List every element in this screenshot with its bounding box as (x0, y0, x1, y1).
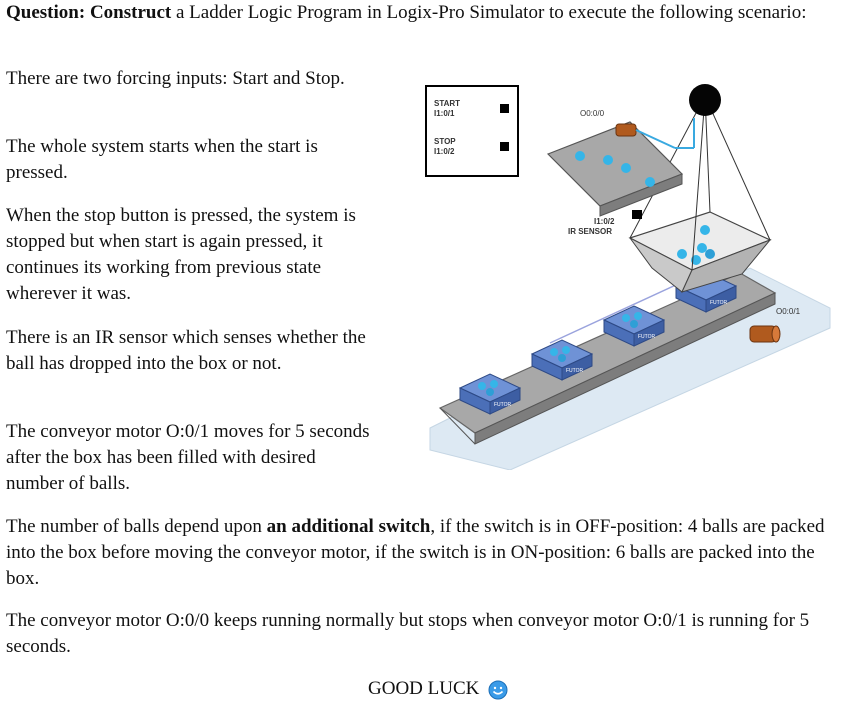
paragraph-switch: The number of balls depend upon an addit… (6, 516, 825, 589)
box-4-label: FUTOR (710, 300, 728, 306)
motor-o1-label: O0:0/1 (776, 307, 801, 316)
additional-switch-text: an additional switch (266, 516, 431, 537)
box-1-label: FUTOR (494, 402, 512, 408)
motor-o1 (749, 325, 781, 343)
start-label: START (434, 99, 460, 108)
box-3: FUTOR (602, 305, 666, 347)
start-button (500, 104, 509, 113)
box-2: FUTOR (530, 339, 594, 381)
question-bold-word: Construct (89, 2, 172, 23)
box-1: FUTOR (458, 373, 522, 415)
box-2-label: FUTOR (566, 368, 584, 374)
motor-o0 (615, 123, 637, 137)
smiley-icon (488, 680, 508, 700)
upper-conveyor-belt (546, 121, 684, 217)
paragraph-start: The whole system starts when the start i… (6, 136, 318, 183)
start-address: I1:0/1 (434, 109, 455, 118)
ir-sensor-indicator (632, 210, 642, 219)
closing-text: GOOD LUCK (368, 676, 508, 702)
paragraph-inputs: There are two forcing inputs: Start and … (6, 68, 345, 89)
stop-button (500, 142, 509, 151)
paragraph-motor0: The conveyor motor O:0/0 keeps running n… (6, 610, 810, 657)
stop-label: STOP (434, 137, 456, 146)
question-text: Question: Construct a Ladder Logic Progr… (6, 0, 838, 26)
motor-o0-label: O0:0/0 (580, 109, 605, 118)
box-3-label: FUTOR (638, 334, 656, 340)
hopper (628, 211, 772, 293)
stop-address: I1:0/2 (434, 147, 455, 156)
ir-sensor-label: IR SENSOR (568, 227, 612, 236)
paragraph-sensor: There is an IR sensor which senses wheth… (6, 327, 366, 374)
question-label: Question: (6, 2, 86, 23)
start-stop-panel (425, 85, 519, 177)
ceiling-mount (689, 84, 721, 116)
conveyor-system-diagram: FUTOR FUTOR FUTOR FUTOR O0:0/1 (425, 84, 831, 470)
paragraph-stop: When the stop button is pressed, the sys… (6, 205, 356, 304)
good-luck-text: GOOD LUCK (368, 678, 480, 699)
ir-sensor-address: I1:0/2 (594, 217, 615, 226)
question-rest: a Ladder Logic Program in Logix-Pro Simu… (171, 2, 807, 23)
paragraph-motor1: The conveyor motor O:0/1 moves for 5 sec… (6, 421, 370, 494)
